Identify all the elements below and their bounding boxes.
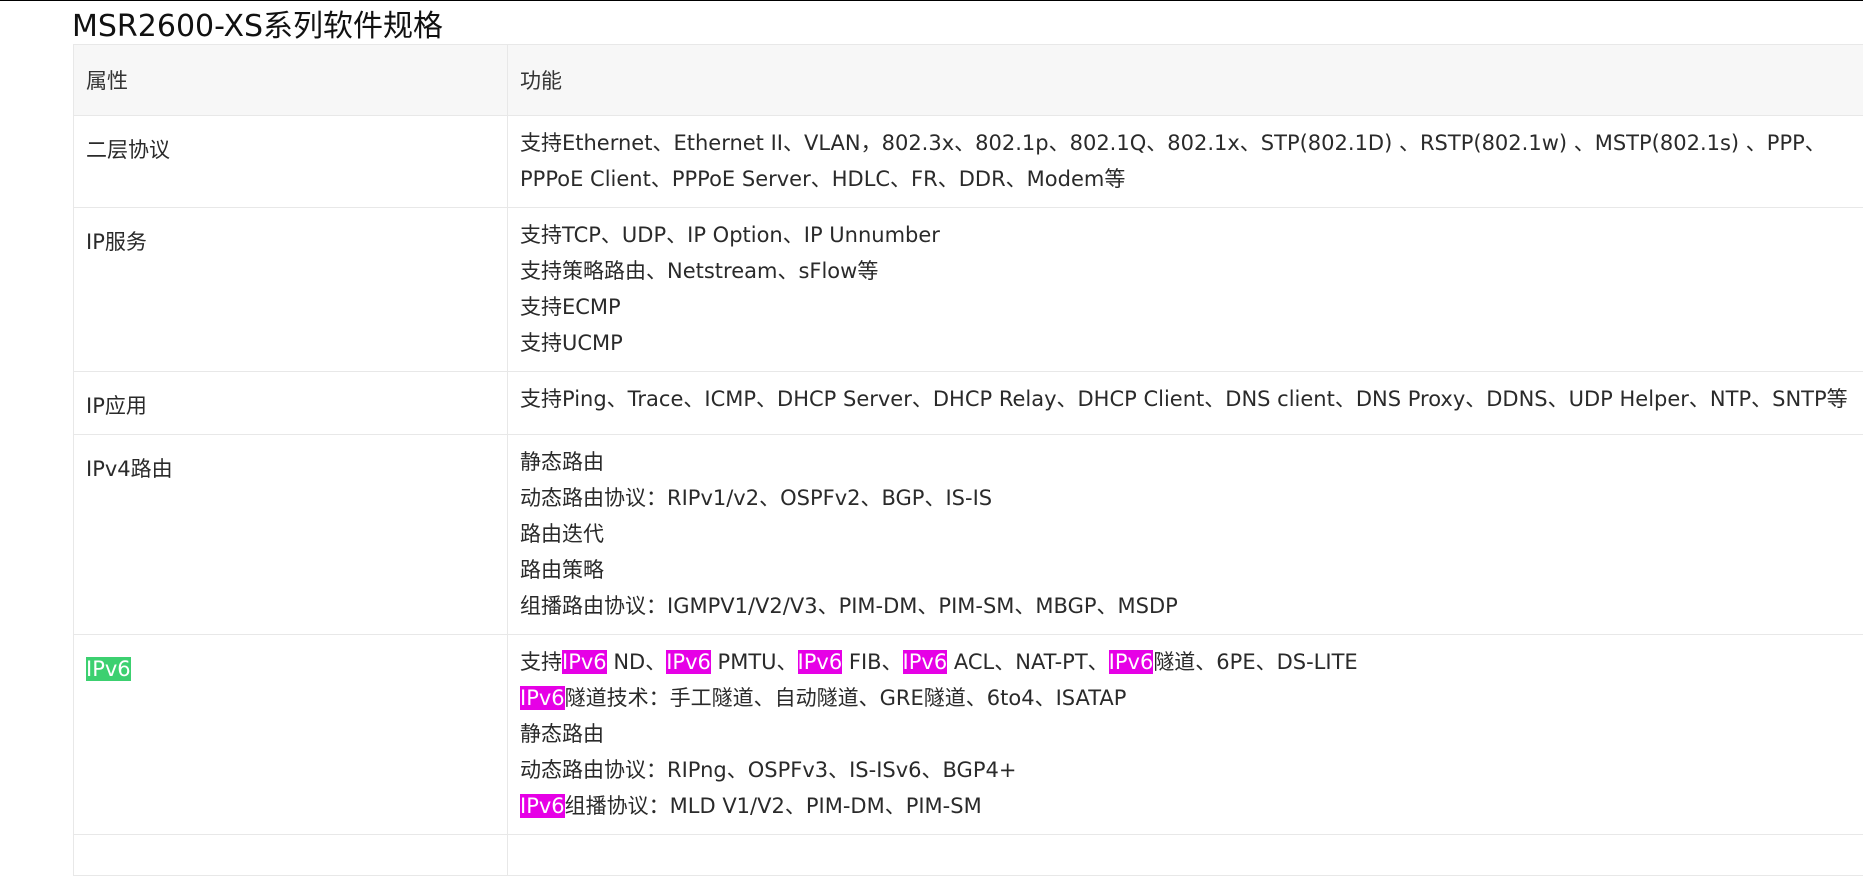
table-header-row: 属性 功能 — [74, 45, 1863, 116]
func-line: 支持Ping、Trace、ICMP、DHCP Server、DHCP Relay… — [520, 381, 1863, 417]
table-row: IP服务 支持TCP、UDP、IP Option、IP Unnumber 支持策… — [74, 208, 1863, 372]
func-cell: 支持TCP、UDP、IP Option、IP Unnumber 支持策略路由、N… — [508, 208, 1863, 372]
attr-cell: IPv4路由 — [74, 435, 508, 635]
attr-cell — [74, 835, 508, 876]
func-cell: 支持Ping、Trace、ICMP、DHCP Server、DHCP Relay… — [508, 372, 1863, 435]
header-attribute: 属性 — [74, 45, 508, 116]
attr-label: IPv6 — [86, 651, 507, 687]
table-row: IP应用 支持Ping、Trace、ICMP、DHCP Server、DHCP … — [74, 372, 1863, 435]
text-segment: 组播协议：MLD V1/V2、PIM-DM、PIM-SM — [565, 794, 982, 818]
text-segment: PMTU、 — [711, 650, 798, 674]
text-segment: ND、 — [607, 650, 667, 674]
func-line: 静态路由 — [520, 444, 1863, 480]
search-highlight: IPv6 — [520, 794, 565, 818]
search-highlight: IPv6 — [562, 650, 607, 674]
table-row: IPv4路由 静态路由 动态路由协议：RIPv1/v2、OSPFv2、BGP、I… — [74, 435, 1863, 635]
table-row — [74, 835, 1863, 876]
func-cell: 支持IPv6 ND、IPv6 PMTU、IPv6 FIB、IPv6 ACL、NA… — [508, 635, 1863, 835]
text-segment: 支持 — [520, 650, 562, 674]
text-segment: 隧道、6PE、DS-LITE — [1153, 650, 1357, 674]
func-line: IPv6组播协议：MLD V1/V2、PIM-DM、PIM-SM — [520, 788, 1863, 824]
search-highlight: IPv6 — [520, 686, 565, 710]
func-cell: 支持Ethernet、Ethernet II、VLAN，802.3x、802.1… — [508, 116, 1863, 208]
func-line: 支持UCMP — [520, 325, 1863, 361]
table-row: 二层协议 支持Ethernet、Ethernet II、VLAN，802.3x、… — [74, 116, 1863, 208]
attr-cell: IPv6 — [74, 635, 508, 835]
attr-cell: IP应用 — [74, 372, 508, 435]
func-line: 静态路由 — [520, 716, 1863, 752]
func-line: 支持ECMP — [520, 289, 1863, 325]
func-line: 路由策略 — [520, 552, 1863, 588]
text-segment: FIB、 — [842, 650, 902, 674]
func-line: 组播路由协议：IGMPV1/V2/V3、PIM-DM、PIM-SM、MBGP、M… — [520, 588, 1863, 624]
func-line: IPv6隧道技术：手工隧道、自动隧道、GRE隧道、6to4、ISATAP — [520, 680, 1863, 716]
func-cell: 静态路由 动态路由协议：RIPv1/v2、OSPFv2、BGP、IS-IS 路由… — [508, 435, 1863, 635]
func-line: 动态路由协议：RIPng、OSPFv3、IS-ISv6、BGP4+ — [520, 752, 1863, 788]
attr-label: 二层协议 — [86, 132, 507, 168]
spec-table: 属性 功能 二层协议 支持Ethernet、Ethernet II、VLAN，8… — [73, 44, 1863, 876]
func-line: 支持IPv6 ND、IPv6 PMTU、IPv6 FIB、IPv6 ACL、NA… — [520, 644, 1863, 680]
table-row: IPv6 支持IPv6 ND、IPv6 PMTU、IPv6 FIB、IPv6 A… — [74, 635, 1863, 835]
text-segment: ACL、NAT-PT、 — [947, 650, 1108, 674]
func-line: 支持Ethernet、Ethernet II、VLAN，802.3x、802.1… — [520, 125, 1852, 197]
func-line: 支持TCP、UDP、IP Option、IP Unnumber — [520, 217, 1863, 253]
func-line: 动态路由协议：RIPv1/v2、OSPFv2、BGP、IS-IS — [520, 480, 1863, 516]
attr-cell: IP服务 — [74, 208, 508, 372]
header-function: 功能 — [508, 45, 1863, 116]
func-line: 支持策略路由、Netstream、sFlow等 — [520, 253, 1863, 289]
attr-cell: 二层协议 — [74, 116, 508, 208]
func-cell — [508, 835, 1863, 876]
page-title: MSR2600-XS系列软件规格 — [72, 8, 443, 46]
top-border — [0, 0, 1863, 1]
attr-label: IPv4路由 — [86, 451, 507, 487]
search-highlight: IPv6 — [666, 650, 711, 674]
search-highlight-current: IPv6 — [86, 657, 131, 681]
search-highlight: IPv6 — [798, 650, 843, 674]
search-highlight: IPv6 — [903, 650, 948, 674]
func-line: 路由迭代 — [520, 516, 1863, 552]
search-highlight: IPv6 — [1109, 650, 1154, 674]
attr-label: IP应用 — [86, 388, 507, 424]
attr-label: IP服务 — [86, 224, 507, 260]
text-segment: 隧道技术：手工隧道、自动隧道、GRE隧道、6to4、ISATAP — [565, 686, 1127, 710]
